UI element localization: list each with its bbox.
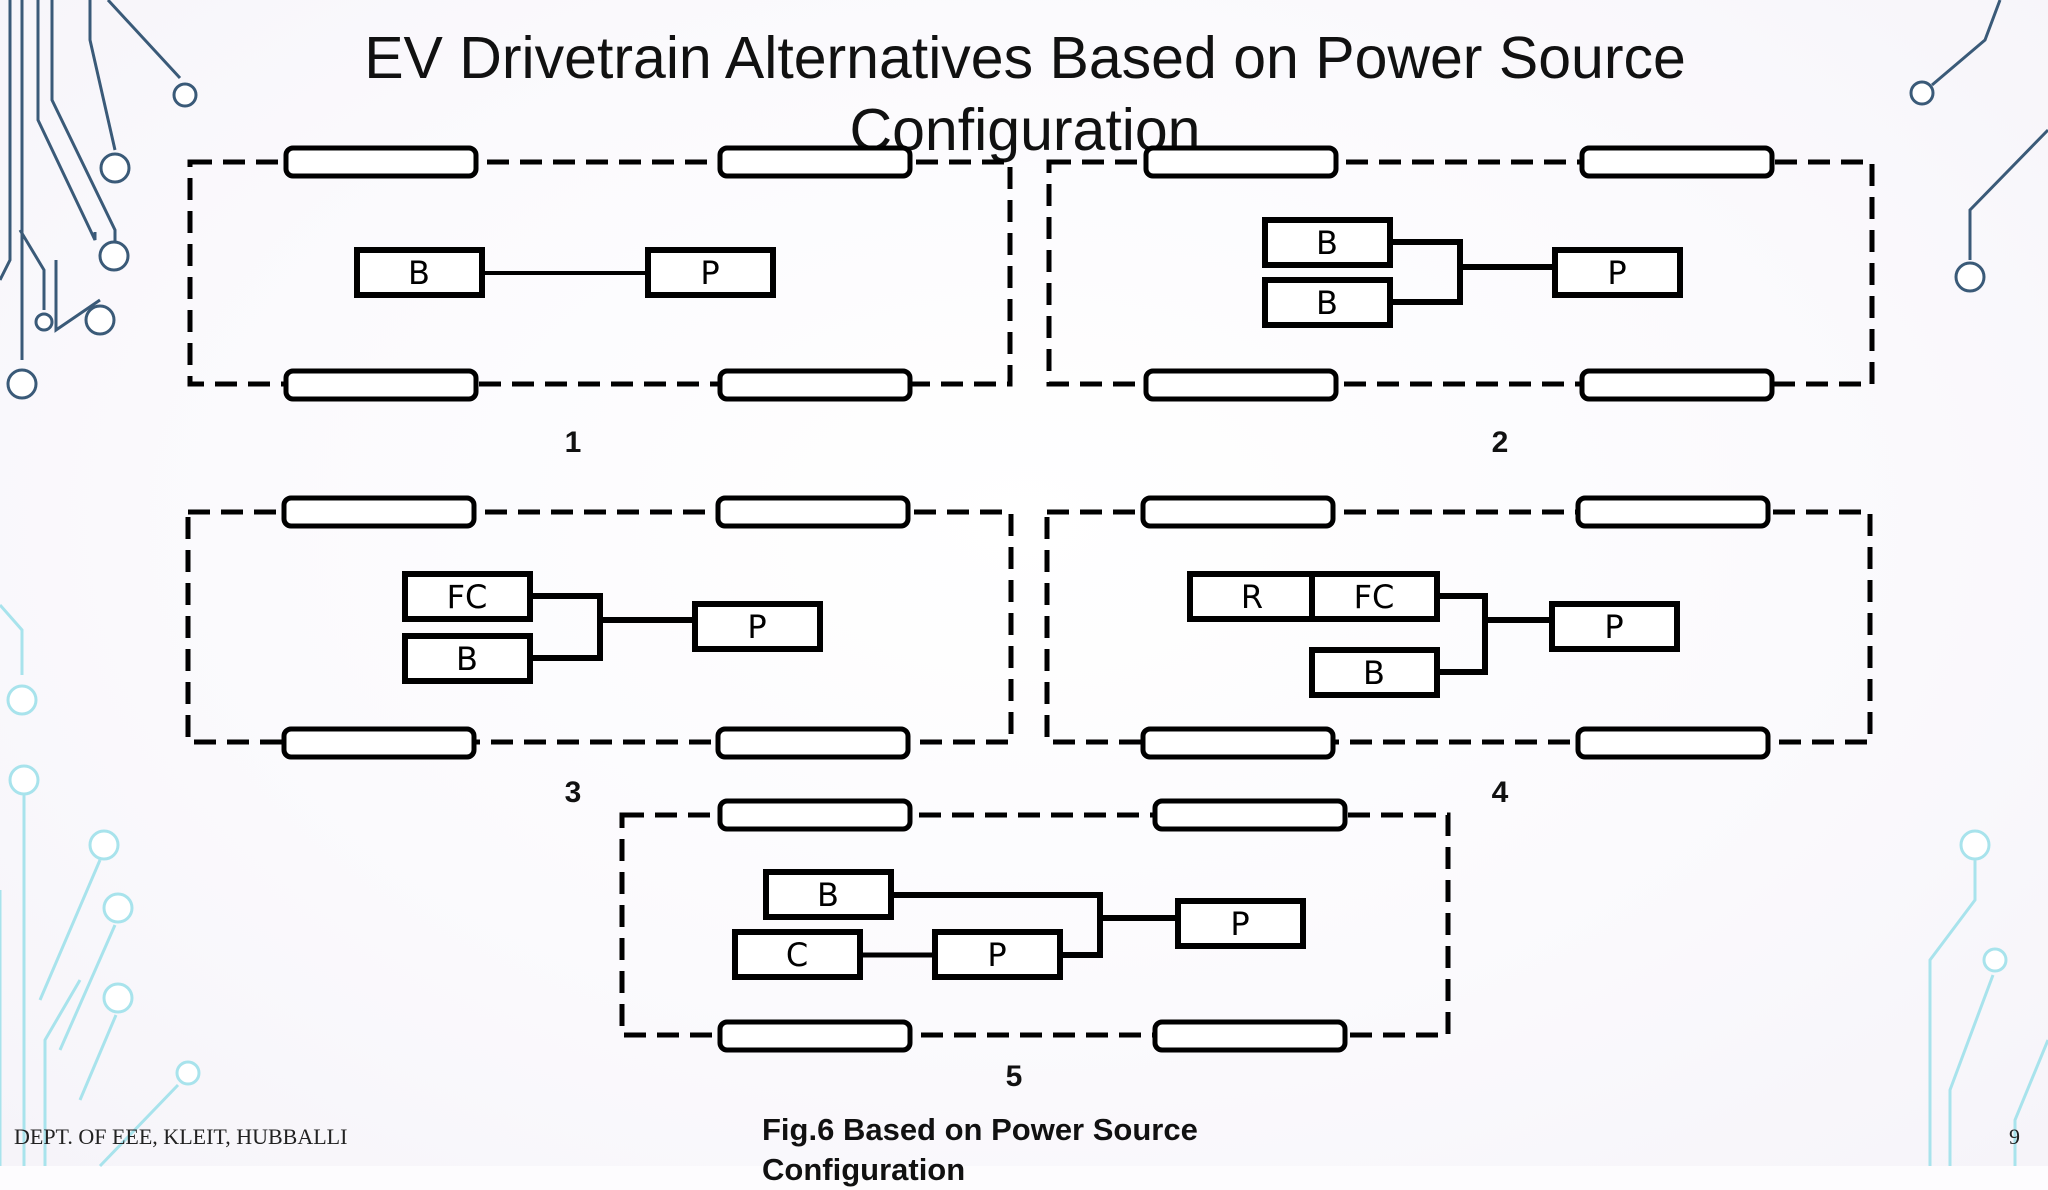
diagram-2-block-battery-1: B	[1262, 217, 1393, 268]
diagram-2: B B P 2	[1046, 148, 1875, 459]
diagram-3-block-power: P	[692, 601, 823, 652]
diagram-4-block-battery: B	[1309, 647, 1440, 698]
svg-text:P: P	[747, 608, 766, 646]
svg-text:C: C	[786, 936, 808, 974]
diagram-1-vehicle-frame	[187, 148, 1013, 399]
svg-text:P: P	[1607, 254, 1626, 292]
figure-caption: Fig.6 Based on Power Source Configuratio…	[762, 1112, 1198, 1187]
circuit-top-right	[1909, 0, 2048, 293]
diagram-2-block-battery-2: B	[1262, 277, 1393, 328]
diagram-5: B C P P 5	[619, 801, 1451, 1093]
svg-text:P: P	[700, 254, 719, 292]
diagram-2-vehicle-frame	[1046, 148, 1875, 399]
diagram-5-block-power-inner: P	[932, 929, 1063, 980]
diagram-1-block-power: P	[645, 247, 776, 298]
diagram-4: R FC B P 4	[1044, 498, 1873, 809]
diagram-4-vehicle-frame	[1044, 498, 1873, 757]
diagram-4-block-reformer: R	[1187, 571, 1318, 622]
svg-text:P: P	[1604, 608, 1623, 646]
diagram-4-number: 4	[1492, 776, 1509, 809]
diagram-2-block-power: P	[1552, 247, 1683, 298]
svg-text:R: R	[1241, 578, 1263, 616]
diagram-5-block-power: P	[1175, 898, 1306, 949]
diagram-3-block-battery: B	[402, 633, 533, 684]
svg-text:B: B	[1316, 224, 1338, 262]
diagram-3-vehicle-frame	[185, 498, 1014, 757]
svg-text:B: B	[1363, 654, 1385, 692]
diagram-3-number: 3	[565, 776, 582, 809]
slide-title: EV Drivetrain Alternatives Based on Powe…	[364, 25, 1686, 163]
diagram-4-block-power: P	[1549, 601, 1680, 652]
diagram-5-vehicle-frame	[619, 801, 1451, 1050]
circuit-bottom-left	[0, 604, 201, 1168]
svg-text:B: B	[456, 640, 478, 678]
footer-department: DEPT. OF EEE, KLEIT, HUBBALLI	[14, 1124, 348, 1149]
diagram-4-block-fuel-cell: FC	[1309, 571, 1440, 622]
diagram-3: FC B P 3	[185, 498, 1014, 809]
svg-text:FC: FC	[1354, 578, 1395, 616]
svg-text:B: B	[817, 876, 839, 914]
page-number: 9	[2009, 1124, 2020, 1149]
svg-text:P: P	[1230, 905, 1249, 943]
diagram-5-block-battery: B	[763, 869, 894, 920]
diagram-1: B P 1	[187, 148, 1013, 459]
diagram-1-block-battery: B	[354, 247, 485, 298]
svg-text:B: B	[1316, 284, 1338, 322]
drivetrain-diagrams: B P 1 B B	[185, 0, 1875, 1093]
svg-text:B: B	[408, 254, 430, 292]
svg-text:FC: FC	[447, 578, 488, 616]
circuit-top-left	[0, 0, 198, 400]
diagram-3-block-fuel-cell: FC	[402, 571, 533, 622]
diagram-5-number: 5	[1006, 1060, 1023, 1093]
diagram-1-number: 1	[565, 426, 582, 459]
diagram-2-number: 2	[1492, 426, 1509, 459]
diagram-5-block-capacitor: C	[732, 929, 863, 980]
svg-text:P: P	[987, 936, 1006, 974]
circuit-bottom-right	[1928, 829, 2048, 1166]
